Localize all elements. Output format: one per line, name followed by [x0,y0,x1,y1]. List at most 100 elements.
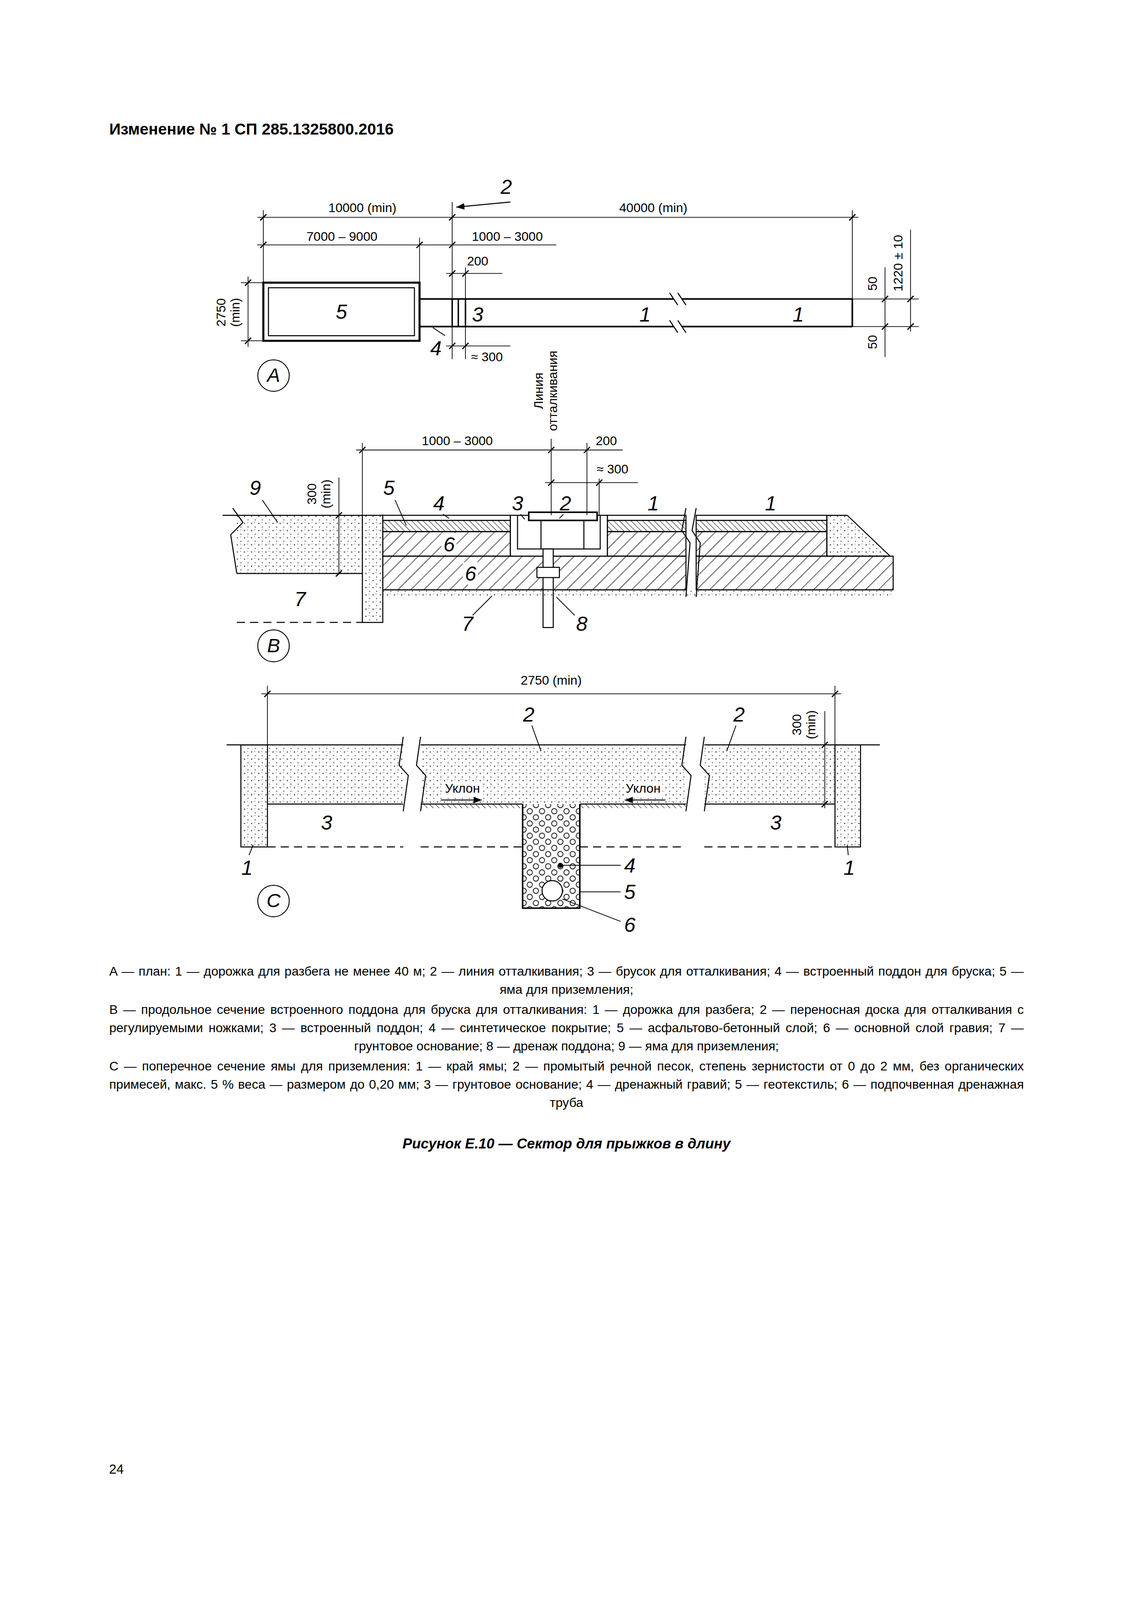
view-marker: C [257,885,291,918]
callout-number: 4 [433,493,445,514]
callout-number: 4 [624,855,636,876]
section-c-line [818,711,835,809]
dimension-label: 50 [866,334,880,350]
plan-view-line [263,282,420,342]
dimension-label: 200 [595,434,618,448]
dimension-label: ≈ 300 [596,463,629,476]
section-b-line [542,549,553,628]
callout-number: 6 [624,914,636,936]
callout-number: 6 [441,532,457,556]
section-c-line [441,799,482,801]
callout-number: 1 [647,493,659,514]
callout-number: 7 [461,613,474,635]
plan-view [240,202,919,360]
section-c-line [420,804,523,809]
dimension-label: 10000 (min) [328,201,397,215]
callout-number: 3 [472,304,484,325]
section-b-line [359,447,603,486]
plan-view-line [852,229,919,358]
callout-number: 8 [576,613,588,635]
callout-number: 9 [249,477,261,499]
section-b-line [222,515,363,574]
section-b-line [826,515,891,557]
section-b-line [382,589,894,598]
callout-number: 1 [792,304,804,325]
view-letter: A [266,365,280,386]
section-c-line [542,880,563,902]
section-c-line [261,685,842,746]
plan-view-line [240,276,264,347]
plan-view-line [419,299,853,327]
callout-number: 5 [335,301,348,323]
dimension-label: 1000 – 3000 [471,230,543,244]
section-b-line [696,520,827,532]
callout-number: 1 [843,857,855,878]
runway-strip: 1 [682,300,853,326]
view-marker: B [257,629,291,663]
figure-caption: Рисунок Е.10 — Сектор для прыжков в длин… [402,1136,731,1152]
section-b-line [230,508,244,574]
plan-view-line [669,292,687,333]
section-b-line [607,520,686,532]
plan-view-line [260,214,856,350]
page-number: 24 [109,1463,124,1477]
section-b-line [541,520,584,550]
dimension-label: 300 (min) [790,706,819,744]
section-b-line [382,556,686,590]
section-c [226,685,881,922]
dimension-label: Линия отталкивания [531,343,561,438]
view-letter: B [266,636,280,657]
section-b-line [510,515,608,557]
callout-number: 5 [624,881,636,903]
dimension-label: 40000 (min) [619,201,688,215]
section-c-line [226,745,881,805]
section-c-line [267,745,404,805]
plan-view-line [268,287,415,336]
callout-number: 2 [523,704,535,725]
section-b-line [335,512,342,577]
plan-view-line [244,279,251,344]
callout-number: 1 [765,493,777,514]
section-b-line [536,567,560,578]
section-b-line [382,520,511,532]
section-c-line [399,736,710,812]
plan-view-line [452,299,466,327]
plan-view-line [881,296,914,330]
section-c-line [522,804,580,909]
figure-note: B — продольное сечение встроенного поддо… [109,1000,1024,1056]
section-c-line [240,745,268,848]
section-b-line [696,515,827,521]
callout-number: 1 [241,857,253,878]
view-letter: C [266,891,281,912]
section-c-line [579,804,687,809]
dimension-label: Уклон [443,781,482,797]
plan-view-line [263,202,853,360]
section-b-line [696,556,894,590]
dimension-label: Уклон [623,781,663,797]
figure-note: C — поперечное сечение ямы для приземлен… [109,1057,1024,1113]
plan-view-line [257,217,859,347]
section-b-line [362,515,383,623]
dimension-label: 7000 – 9000 [306,230,378,244]
section-c-line [249,725,849,923]
section-b-line [696,531,827,557]
dimension-label: 1220 ± 10 [891,234,905,292]
figure-note: A — план: 1 — дорожка для разбега не мен… [109,962,1024,1000]
section-b-line [236,515,363,574]
dimension-label: 300 (min) [305,475,334,513]
section-c-line [624,799,666,801]
callout-number: 4 [430,338,442,359]
callout-number: 1 [639,304,652,325]
dimension-label: 50 [866,276,880,291]
callout-number: 6 [463,562,479,585]
section-b-line [356,450,639,484]
section-c-line [558,863,563,868]
dimension-label: 1000 – 3000 [422,434,493,448]
callout-number: 3 [511,493,524,514]
landing-pit: 5 [268,287,415,336]
section-b-line [607,531,686,557]
section-b-line [382,589,894,591]
section-b-line [332,477,347,574]
